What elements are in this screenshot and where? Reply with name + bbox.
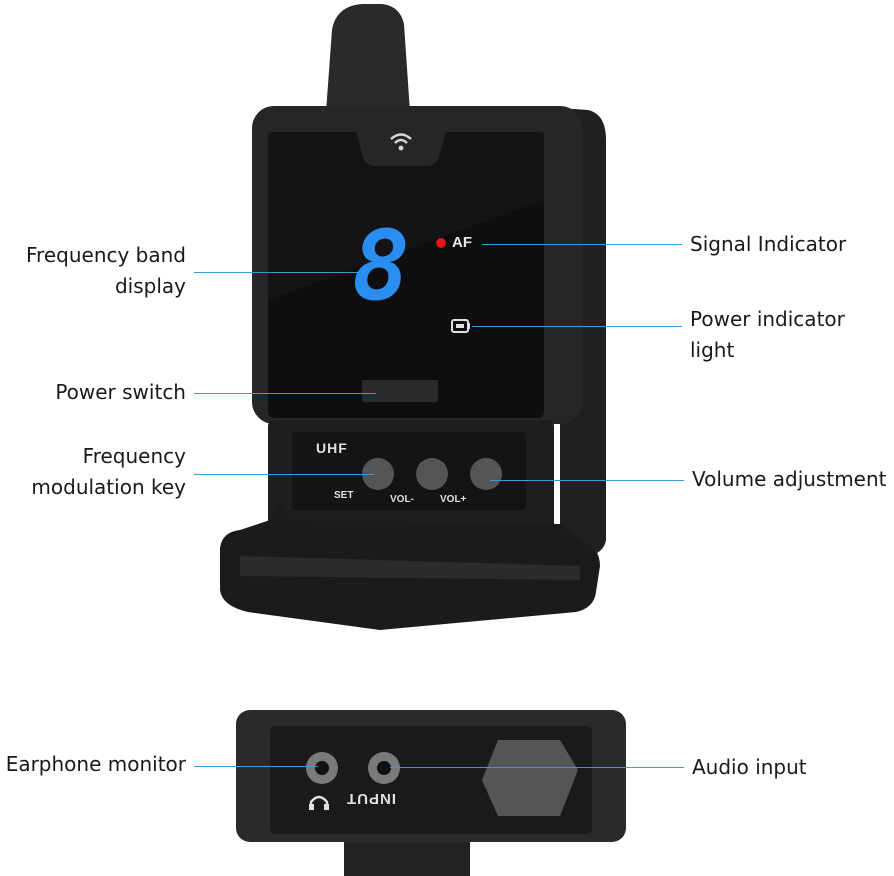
- vol-minus-label: VOL-: [390, 494, 414, 505]
- line-signal-indicator: [482, 244, 682, 245]
- line-audio-input: [390, 767, 684, 768]
- callout-signal-indicator: Signal Indicator: [690, 232, 847, 256]
- callout-power-switch: Power switch: [55, 380, 186, 404]
- callout-power-indicator-light: Power indicator light: [690, 307, 845, 362]
- wifi-icon: [390, 133, 412, 151]
- antenna: [326, 4, 410, 112]
- battery-icon: [451, 319, 470, 333]
- vol-minus-button: [416, 458, 448, 490]
- line-volume-adjustment: [490, 480, 684, 481]
- callout-earphone-monitor: Earphone monitor: [5, 752, 186, 776]
- power-switch-slider: [362, 380, 438, 402]
- headphone-icon: [309, 795, 329, 810]
- line-power-indicator: [472, 326, 682, 327]
- button-panel: [292, 432, 526, 510]
- callout-frequency-modulation-key: Frequency modulation key: [31, 444, 186, 499]
- signal-led: [436, 238, 446, 248]
- af-label: AF: [452, 234, 472, 251]
- vol-plus-label: VOL+: [440, 494, 467, 505]
- callout-volume-adjustment: Volume adjustment: [692, 467, 887, 491]
- side-slider: [482, 740, 578, 816]
- set-button: [362, 458, 394, 490]
- line-frequency-key: [194, 474, 374, 475]
- frequency-digit: 8: [352, 210, 410, 322]
- line-power-switch: [194, 393, 376, 394]
- callout-frequency-band-display: Frequency band display: [26, 243, 186, 298]
- vol-plus-button: [470, 458, 502, 490]
- input-label: INPUT: [346, 790, 396, 807]
- callout-audio-input: Audio input: [692, 755, 807, 779]
- uhf-label: UHF: [316, 440, 348, 456]
- line-earphone-monitor: [194, 766, 318, 767]
- line-frequency-band: [194, 272, 360, 273]
- set-button-label: SET: [334, 490, 354, 501]
